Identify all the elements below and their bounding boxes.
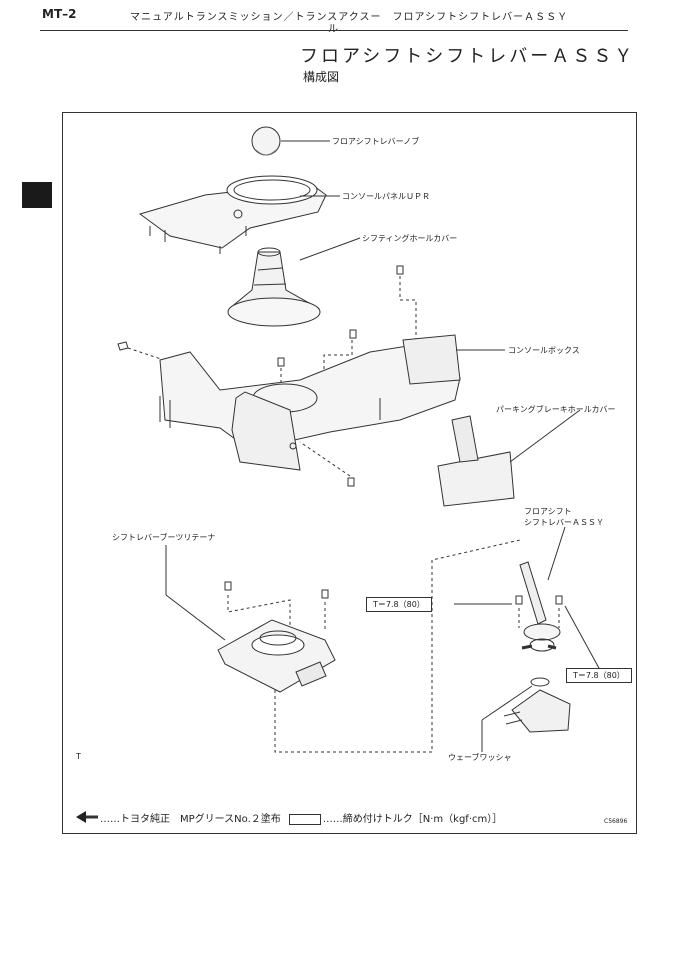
leader-boot: [299, 237, 361, 261]
section-title-wrap: ル: [328, 20, 338, 35]
label-corner-t: T: [76, 752, 81, 761]
console-panel-drawing: [138, 175, 327, 254]
boot-retainer-drawing: [217, 581, 336, 693]
screw-drawings: [117, 265, 404, 487]
page-subtitle: 構成図: [303, 70, 340, 84]
section-title: マニュアルトランスミッション／トランスアクスー フロアシフトシフトレバーＡＳＳＹ: [130, 12, 569, 23]
section-tab: [22, 182, 52, 208]
leader-torque-right: [564, 605, 601, 671]
page-code: MT–2: [42, 7, 77, 21]
page-title: フロアシフトシフトレバーＡＳＳＹ: [300, 46, 636, 67]
legend-torque: ……締め付けトルク［N·m（kgf·cm）］: [322, 814, 503, 825]
label-shift-lever-line1: フロアシフト: [524, 507, 572, 516]
shift-lever-drawing: [515, 561, 563, 652]
shift-knob-drawing: [251, 126, 281, 156]
label-wave-washer: ウェーブワッシャ: [448, 753, 512, 762]
wave-washer-drawing: [503, 677, 571, 733]
legend: ……トヨタ純正 MPグリースNo.２塗布 ……締め付けトルク［N·m（kgf·cm…: [76, 810, 502, 825]
header-rule: [40, 30, 628, 31]
label-boot-retainer: シフトレバーブーツリテーナ: [112, 533, 216, 542]
legend-grease: ……トヨタ純正 MPグリースNo.２塗布: [100, 814, 281, 825]
label-knob: フロアシフトレバーノブ: [332, 137, 420, 146]
label-parking-brake-cover: パーキングブレーキホールカバー: [496, 405, 616, 414]
figure-code: C56896: [604, 818, 628, 825]
leader-lever: [547, 526, 566, 581]
label-console-box: コンソールボックス: [508, 346, 580, 355]
legend-arrow-head: [76, 811, 86, 823]
diagram-frame: [62, 112, 637, 834]
leader-parking-cover: [509, 409, 581, 463]
console-box-drawing: [159, 334, 461, 471]
torque-box-right: T＝7.8（80）: [566, 668, 632, 683]
label-console-panel: コンソールパネルＵＰＲ: [342, 192, 430, 201]
parking-cover-drawing: [437, 415, 515, 507]
label-shifting-hole-cover: シフティングホールカバー: [362, 234, 458, 243]
shift-boot-drawing: [227, 247, 321, 327]
label-shift-lever-line2: シフトレバーＡＳＳＹ: [524, 518, 604, 527]
torque-box-left: T＝7.8（80）: [366, 597, 432, 612]
legend-torque-box: [288, 813, 321, 825]
